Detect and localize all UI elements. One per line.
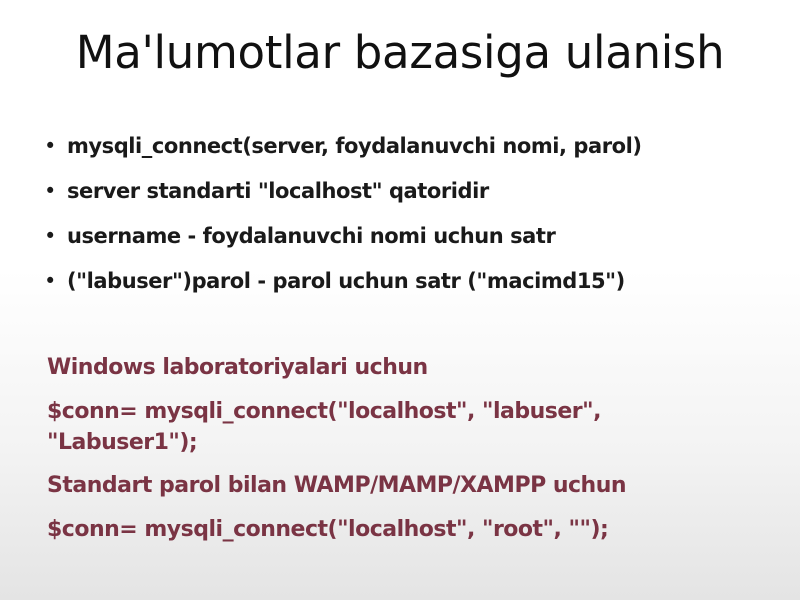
bullet-icon: • [44, 269, 56, 293]
bullet-icon: • [44, 224, 56, 248]
bullet-item: • ("labuser")parol - parol uchun satr ("… [44, 263, 784, 308]
bullet-text: mysqli_connect(server, foydalanuvchi nom… [67, 134, 642, 158]
bullet-item: • username - foydalanuvchi nomi uchun sa… [44, 218, 784, 263]
bullet-text: server standarti "localhost" qatoridir [67, 179, 489, 203]
bullet-icon: • [44, 134, 56, 158]
windows-heading: Windows laboratoriyalari uchun [47, 355, 428, 380]
bullet-text: username - foydalanuvchi nomi uchun satr [67, 224, 556, 248]
bullet-text: ("labuser")parol - parol uchun satr ("ma… [67, 269, 625, 293]
wamp-heading: Standart parol bilan WAMP/MAMP/XAMPP uch… [47, 473, 627, 498]
bullet-item: • mysqli_connect(server, foydalanuvchi n… [44, 128, 784, 173]
wamp-code: $conn= mysqli_connect("localhost", "root… [47, 517, 609, 542]
slide-title: Ma'lumotlar bazasiga ulanish [75, 26, 725, 79]
windows-code-line-1: $conn= mysqli_connect("localhost", "labu… [47, 399, 601, 424]
example-block: Windows laboratoriyalari uchun $conn= my… [47, 352, 767, 545]
windows-code-line-2: "Labuser1"); [47, 430, 198, 455]
bullet-list: • mysqli_connect(server, foydalanuvchi n… [44, 128, 784, 308]
bullet-item: • server standarti "localhost" qatoridir [44, 173, 784, 218]
bullet-icon: • [44, 179, 56, 203]
